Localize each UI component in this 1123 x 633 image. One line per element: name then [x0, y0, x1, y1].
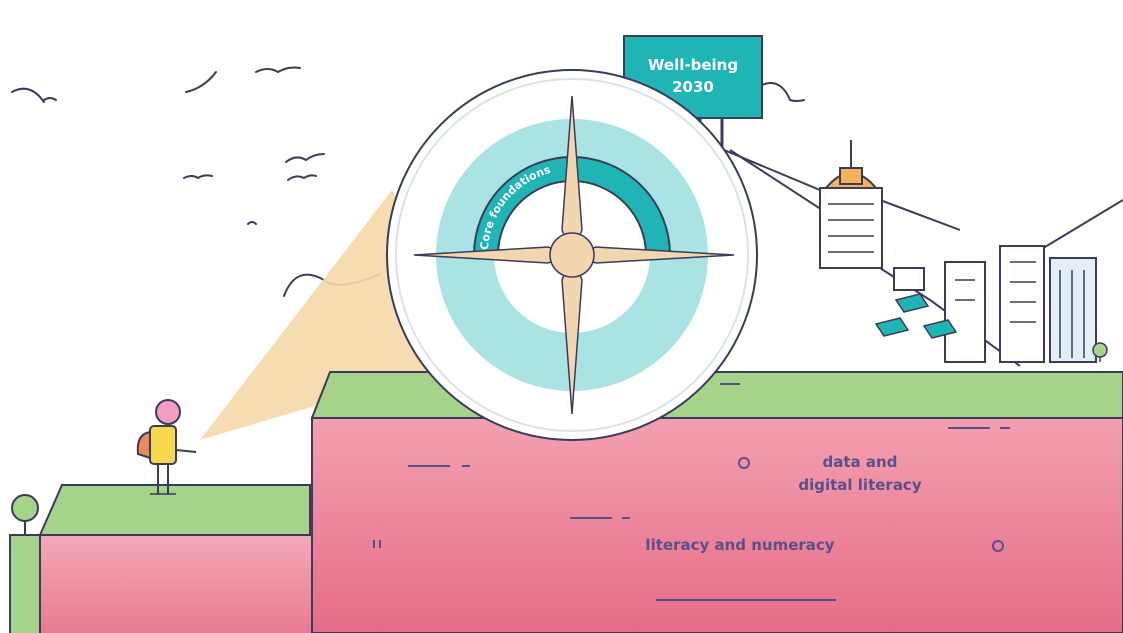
bird-icon: [185, 71, 217, 93]
golden-domed-building: [819, 140, 883, 269]
left-platform: [9, 484, 313, 633]
digital-literacy-label-line1: data and: [823, 453, 898, 471]
bird-icon: [183, 174, 213, 180]
tree-icon: [1092, 342, 1108, 362]
bird-icon: [759, 82, 805, 102]
bird-icon: [11, 87, 45, 103]
bird-icon: [285, 153, 325, 163]
person-figure: [136, 399, 197, 495]
signpost-line2: 2030: [672, 78, 714, 96]
literacy-numeracy-label: literacy and numeracy: [645, 536, 834, 554]
main-plateau: [310, 371, 1123, 633]
bird-icon: [287, 174, 317, 181]
city-buildings: [893, 245, 1097, 363]
bird-icon: [255, 66, 301, 74]
digital-literacy-label-line2: digital literacy: [798, 476, 921, 494]
learning-compass: Core foundations: [386, 69, 758, 441]
compass-needle: [413, 95, 735, 415]
solar-panels: [874, 293, 958, 339]
bird-icon: [43, 97, 57, 101]
bird-icon: [247, 221, 257, 225]
signpost-line1: Well-being: [648, 56, 738, 74]
tree-icon: [11, 494, 39, 535]
city-hill: [699, 139, 1123, 367]
